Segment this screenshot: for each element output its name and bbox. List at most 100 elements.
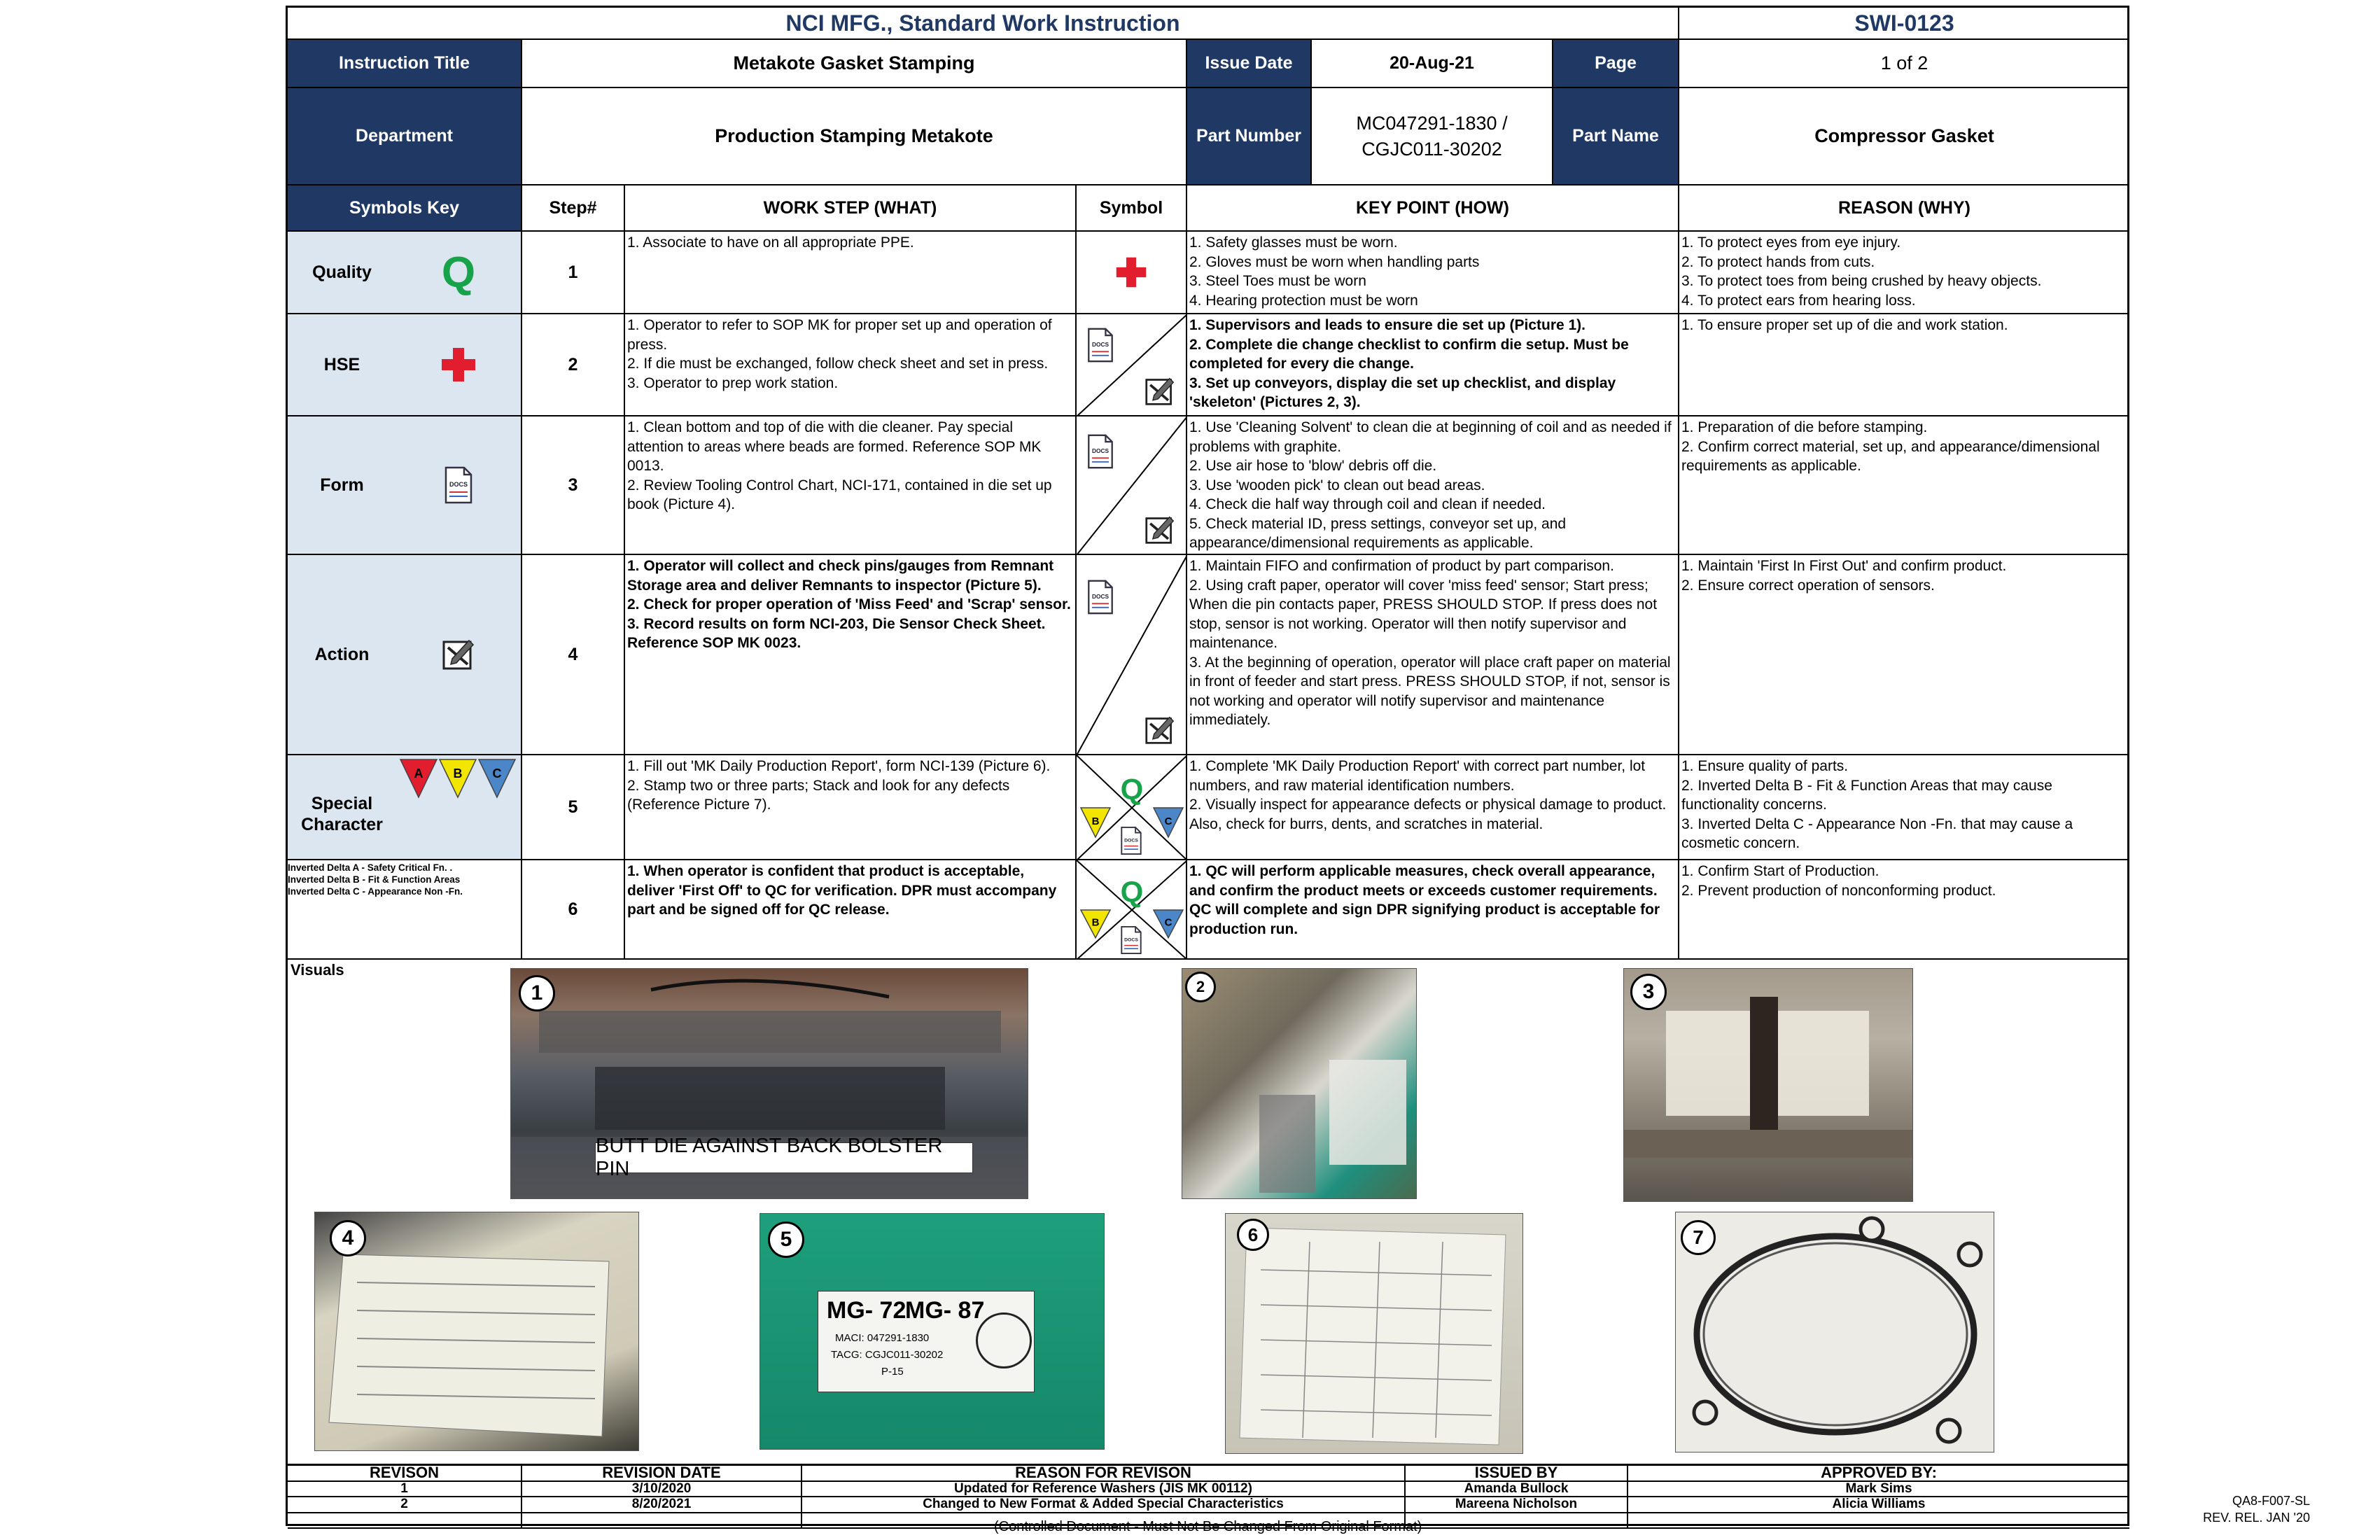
- revision-cell: 3/10/2020: [522, 1481, 802, 1497]
- step-number: 1: [522, 232, 625, 314]
- key-point-text: 1. QC will perform applicable measures, …: [1187, 860, 1679, 960]
- skeleton-display-graphic: [1624, 997, 1912, 1158]
- step-number: 5: [522, 755, 625, 860]
- revision-cell: Changed to New Format & Added Special Ch…: [802, 1497, 1406, 1513]
- work-step-text: 1. Fill out 'MK Daily Production Report'…: [625, 755, 1077, 860]
- bin-label-card: MG- 72 MG- 87 MACI: 047291-1830 TACG: CG…: [818, 1291, 1035, 1392]
- document-number: SWI-0123: [1679, 8, 2129, 40]
- form-docs-icon: DOCS: [1086, 327, 1114, 367]
- revision-cell: [522, 1513, 802, 1529]
- revision-cell: Alicia Williams: [1628, 1497, 2129, 1513]
- company-title: NCI MFG., Standard Work Instruction: [288, 8, 1679, 40]
- visuals-label: Visuals: [290, 961, 344, 979]
- part-name-label: Part Name: [1553, 88, 1679, 186]
- form-docs-icon: DOCS: [396, 416, 522, 555]
- delta-legend-c: Inverted Delta C - Appearance Non -Fn.: [288, 886, 463, 897]
- rev-rel: REV. REL. JAN '20: [2203, 1511, 2310, 1525]
- bin-label-line2: TACG: CGJC011-30202: [831, 1349, 944, 1361]
- key-point-text: 1. Use 'Cleaning Solvent' to clean die a…: [1187, 416, 1679, 555]
- revision-cell: [802, 1513, 1406, 1529]
- key-point-text: 1. Supervisors and leads to ensure die s…: [1187, 314, 1679, 416]
- action-checklist-icon: [396, 555, 522, 755]
- delta-abc-icons: A B C: [396, 755, 522, 860]
- department-label: Department: [288, 88, 522, 186]
- work-instruction-sheet: NCI MFG., Standard Work Instruction SWI-…: [286, 6, 2129, 1529]
- step-header: Step#: [522, 186, 625, 232]
- revision-header: ISSUED BY: [1406, 1464, 1628, 1482]
- reason-text: 1. Ensure quality of parts. 2. Inverted …: [1679, 755, 2129, 860]
- picture-number-6: 6: [1237, 1219, 1269, 1251]
- svg-text:DOCS: DOCS: [1092, 593, 1110, 600]
- work-step-header: WORK STEP (WHAT): [625, 186, 1077, 232]
- symbol-key-form-label: Form: [288, 416, 396, 555]
- picture-4-tooling-book: [314, 1212, 639, 1451]
- delta-a-label: A: [414, 766, 424, 780]
- quality-q-icon: Q: [396, 232, 522, 314]
- svg-text:B: B: [1092, 917, 1100, 929]
- form-docs-icon: DOCS: [1086, 433, 1114, 473]
- picture-1-press-die: BUTT DIE AGAINST BACK BOLSTER PIN: [510, 968, 1028, 1199]
- reason-header: REASON (WHY): [1679, 186, 2129, 232]
- symbol-key-action-label: Action: [288, 555, 396, 755]
- revision-header: REASON FOR REVISON: [802, 1464, 1406, 1482]
- revision-cell: [1406, 1513, 1628, 1529]
- form-code-block: QA8-F007-SL REV. REL. JAN '20: [2184, 1492, 2310, 1526]
- step-number: 2: [522, 314, 625, 416]
- symbol-cell-step-5: B C Q DOCS: [1077, 755, 1187, 860]
- part-number: MC047291-1830 / CGJC011-30202: [1312, 88, 1553, 186]
- bin-label-line3: P-15: [881, 1366, 904, 1378]
- part-name: Compressor Gasket: [1679, 88, 2129, 186]
- hse-cross-icon: [1116, 257, 1147, 288]
- svg-text:Q: Q: [1121, 876, 1144, 909]
- picture-2-checklist-station: [1182, 968, 1417, 1199]
- delta-legend-a: Inverted Delta A - Safety Critical Fn. .: [288, 862, 453, 873]
- picture-number-1: 1: [519, 975, 555, 1011]
- controlled-document-note: (Controlled Document - Must Not Be Chang…: [994, 1519, 1422, 1534]
- work-step-text: 1. Clean bottom and top of die with die …: [625, 416, 1077, 555]
- delta-b-label: B: [454, 766, 463, 780]
- svg-text:DOCS: DOCS: [1092, 447, 1110, 454]
- delta-legend: Inverted Delta A - Safety Critical Fn. .…: [288, 860, 522, 960]
- svg-text:C: C: [1165, 917, 1172, 929]
- revision-cell: Mareena Nicholson: [1406, 1497, 1628, 1513]
- symbol-key-hse-label: HSE: [288, 314, 396, 416]
- reason-text: 1. Confirm Start of Production. 2. Preve…: [1679, 860, 2129, 960]
- tooling-book-graphic: [328, 1254, 610, 1437]
- symbol-key-special-label: Special Character: [288, 755, 396, 860]
- step-number: 6: [522, 860, 625, 960]
- revision-cell: 2: [288, 1497, 522, 1513]
- checklist-station-graphic: [1259, 1060, 1406, 1193]
- picture-1-caption: BUTT DIE AGAINST BACK BOLSTER PIN: [595, 1135, 973, 1180]
- key-point-header: KEY POINT (HOW): [1187, 186, 1679, 232]
- revision-header: REVISION DATE: [522, 1464, 802, 1482]
- delta-legend-b: Inverted Delta B - Fit & Function Areas: [288, 874, 461, 885]
- gasket-outline-graphic: [1692, 1216, 1983, 1444]
- form-code: QA8-F007-SL: [2232, 1494, 2310, 1508]
- reason-text: 1. Preparation of die before stamping. 2…: [1679, 416, 2129, 555]
- form-docs-icon: DOCS: [1120, 825, 1142, 859]
- svg-text:DOCS: DOCS: [449, 481, 468, 488]
- revision-cell: Mark Sims: [1628, 1481, 2129, 1497]
- picture-number-2: 2: [1185, 972, 1216, 1002]
- hse-cross-icon: [396, 314, 522, 416]
- picture-7-gasket: [1675, 1212, 1994, 1452]
- revision-cell: 1: [288, 1481, 522, 1497]
- svg-text:C: C: [1165, 816, 1172, 827]
- form-docs-icon: DOCS: [1086, 579, 1114, 619]
- svg-text:Q: Q: [1121, 773, 1144, 806]
- picture-3-skeleton-display: [1623, 968, 1913, 1202]
- picture-number-5: 5: [768, 1222, 804, 1258]
- action-checklist-icon: [1144, 514, 1176, 549]
- page-label: Page: [1553, 40, 1679, 88]
- part-number-label: Part Number: [1187, 88, 1312, 186]
- bin-label-mg2: MG- 87: [905, 1297, 985, 1324]
- gasket-sample-icon: [976, 1312, 1032, 1368]
- symbol-cell-step-2: DOCS: [1077, 314, 1187, 416]
- issue-date-label: Issue Date: [1187, 40, 1312, 88]
- picture-number-3: 3: [1630, 974, 1667, 1010]
- revision-header: REVISON: [288, 1464, 522, 1482]
- instruction-title-label: Instruction Title: [288, 40, 522, 88]
- symbol-key-quality-label: Quality: [288, 232, 396, 314]
- symbol-header: Symbol: [1077, 186, 1187, 232]
- key-point-text: 1. Safety glasses must be worn. 2. Glove…: [1187, 232, 1679, 314]
